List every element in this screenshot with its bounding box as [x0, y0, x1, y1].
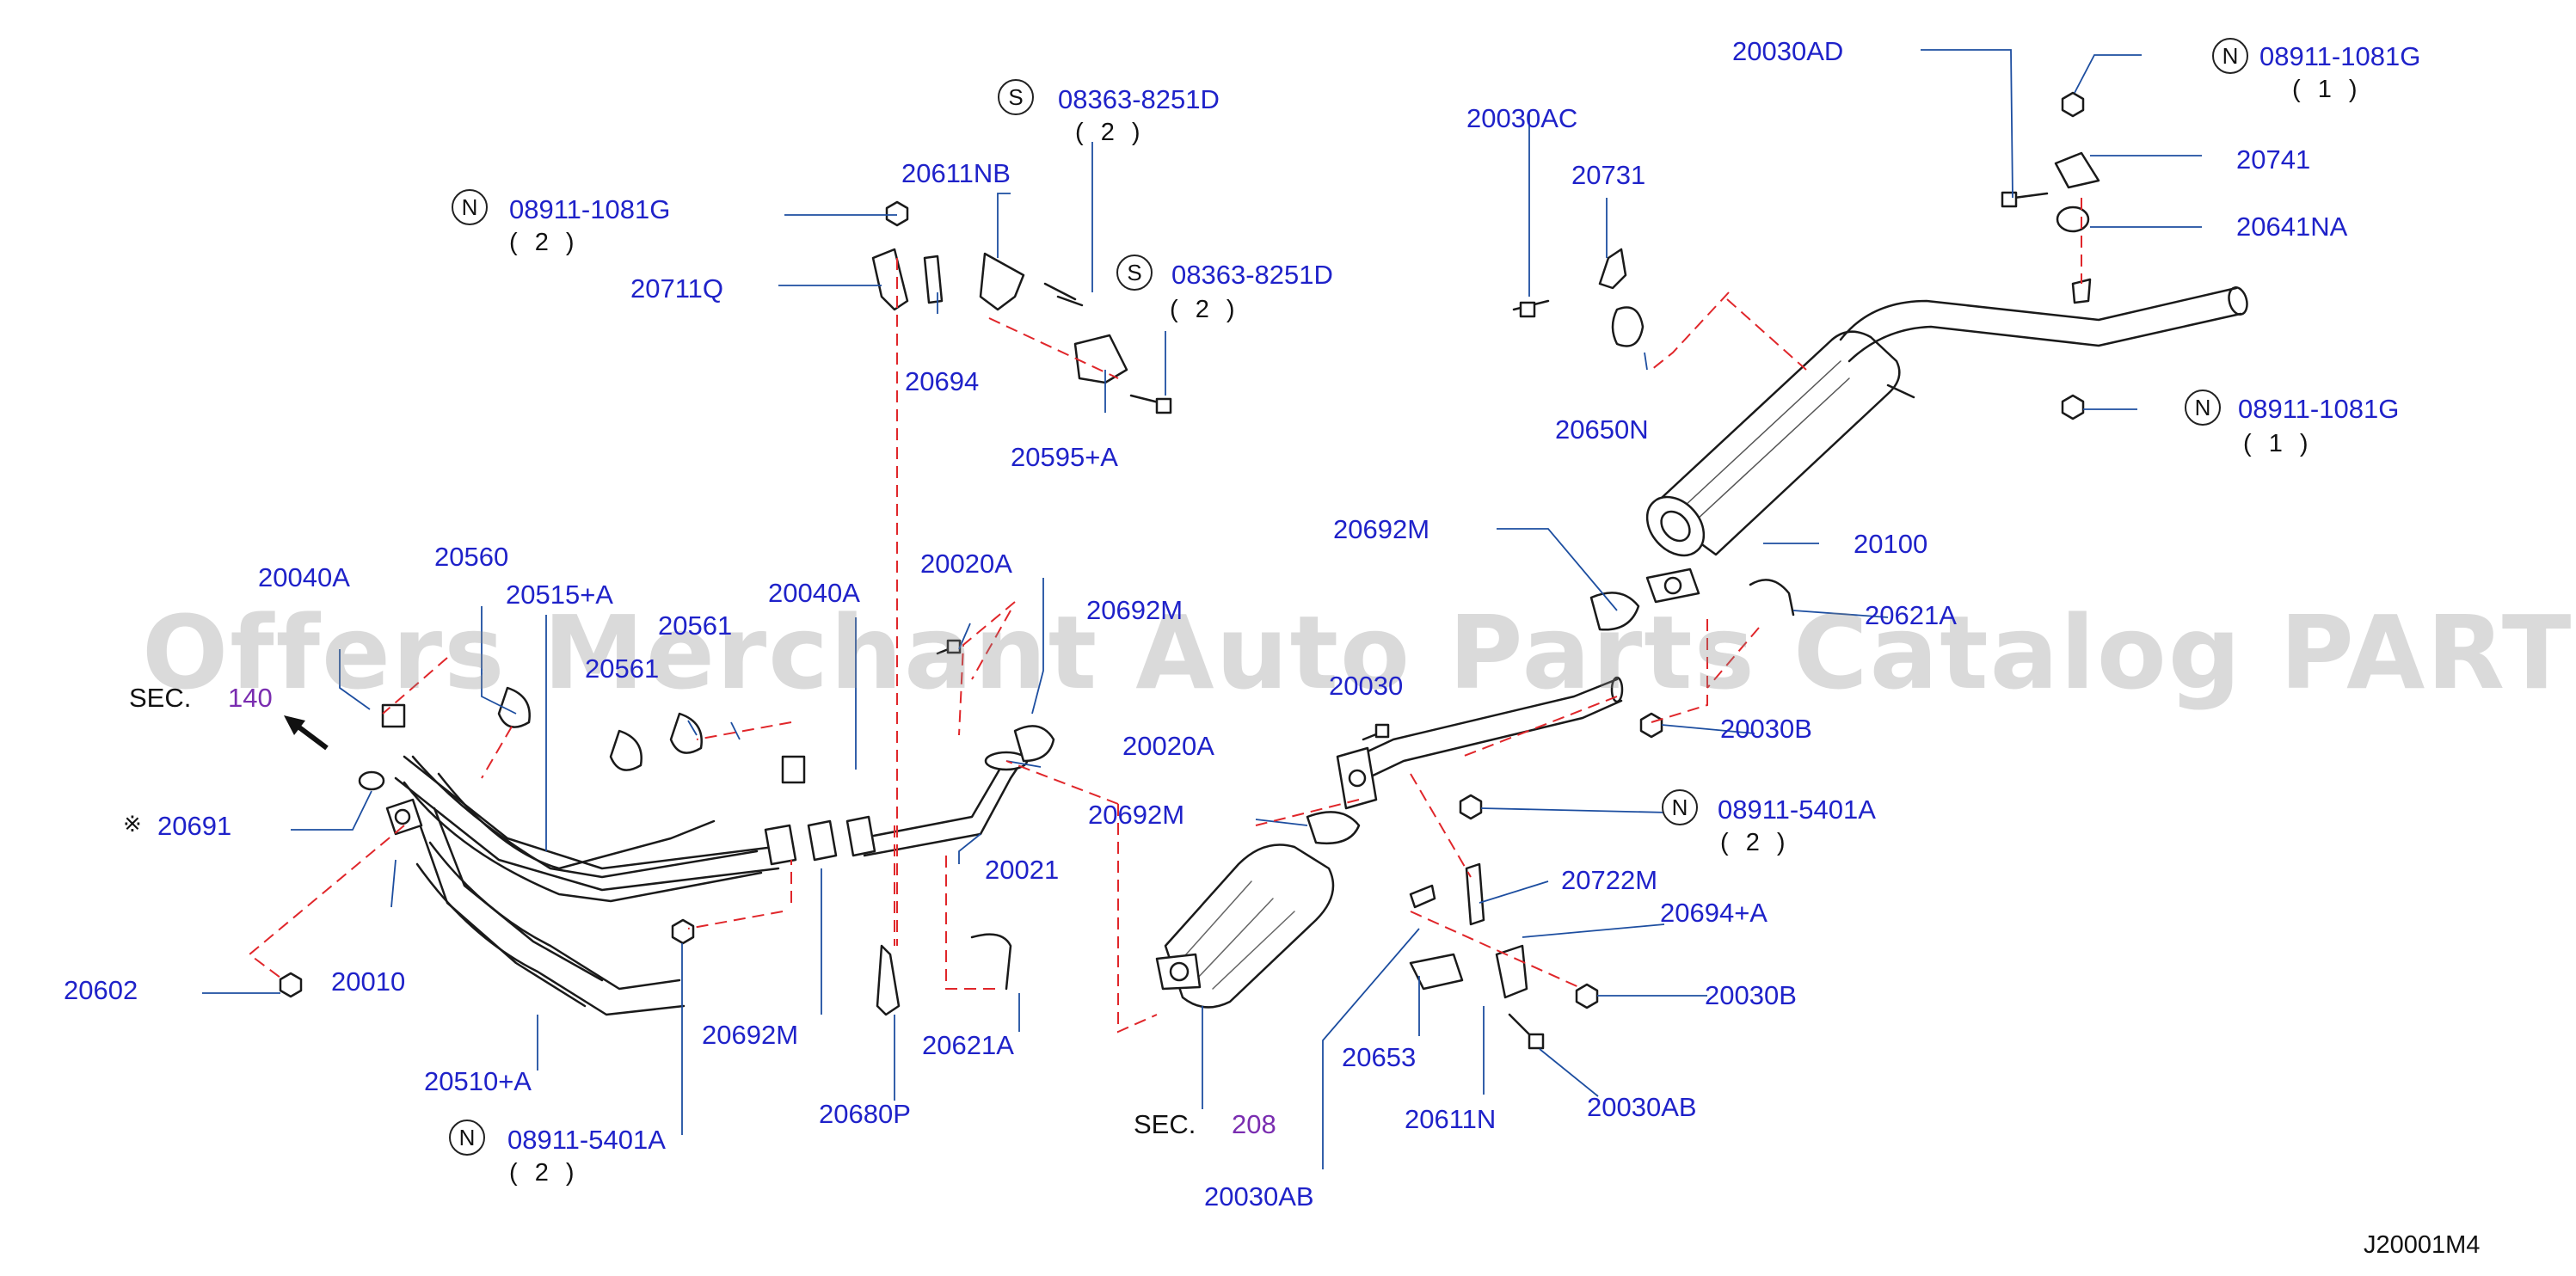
part-label-20650n[interactable]: 20650N	[1555, 414, 1649, 445]
part-label-20611nb[interactable]: 20611NB	[901, 158, 1011, 188]
sec-140-arrow	[284, 715, 329, 751]
s-symbol-icon: S	[998, 79, 1034, 115]
front-pipe-shape	[385, 751, 1029, 1016]
part-label-20515a[interactable]: 20515+A	[506, 580, 613, 610]
quantity-label: ( 2 )	[1170, 296, 1240, 323]
part-label-08363-8251d-b[interactable]: 08363-8251D	[1171, 260, 1333, 290]
center-pipe-shape	[1336, 676, 1624, 810]
part-label-20741[interactable]: 20741	[2236, 144, 2311, 175]
catalytic-converter-shape	[1155, 844, 1335, 1009]
quantity-label: ( 2 )	[1075, 119, 1146, 146]
n-symbol-icon: N	[2212, 38, 2248, 74]
part-label-20692m-c[interactable]: 20692M	[1088, 800, 1185, 830]
part-label-20510a[interactable]: 20510+A	[424, 1066, 532, 1096]
part-label-20040a-left[interactable]: 20040A	[258, 562, 350, 592]
part-label-20691[interactable]: 20691	[157, 811, 232, 841]
part-label-20694[interactable]: 20694	[905, 366, 980, 396]
part-label-20020a-a[interactable]: 20020A	[920, 549, 1012, 579]
n-symbol-icon: N	[2185, 390, 2221, 426]
part-label-20030ab-a[interactable]: 20030AB	[1204, 1181, 1314, 1212]
part-label-20680p[interactable]: 20680P	[819, 1099, 911, 1129]
sec-208-link[interactable]: 208	[1232, 1109, 1276, 1139]
part-label-20621a-right[interactable]: 20621A	[1865, 600, 1957, 630]
quantity-label: ( 2 )	[509, 229, 580, 256]
part-label-20030b-b[interactable]: 20030B	[1705, 980, 1797, 1010]
part-label-20621a-left[interactable]: 20621A	[922, 1030, 1014, 1060]
part-label-08363-8251d-a[interactable]: 08363-8251D	[1058, 84, 1220, 114]
part-label-20722m[interactable]: 20722M	[1561, 865, 1658, 895]
part-label-08911-1081g-right[interactable]: 08911-1081G	[2238, 394, 2400, 424]
n-symbol-icon: N	[449, 1120, 485, 1156]
part-label-08911-1081g-top[interactable]: 08911-1081G	[2259, 41, 2421, 71]
part-label-08911-1081g-left[interactable]: 08911-1081G	[509, 194, 671, 224]
part-label-20692m-a[interactable]: 20692M	[1333, 514, 1430, 544]
part-label-20692m-b[interactable]: 20692M	[1086, 595, 1183, 625]
part-label-20561[interactable]: 20561	[658, 610, 733, 641]
part-label-20560[interactable]: 20560	[434, 542, 509, 572]
part-label-20711q[interactable]: 20711Q	[630, 273, 724, 304]
sec-prefix-label: SEC.	[129, 683, 192, 713]
part-label-20602[interactable]: 20602	[64, 975, 138, 1005]
reference-mark: ※	[123, 811, 142, 837]
part-label-20611n[interactable]: 20611N	[1405, 1104, 1497, 1134]
part-label-08911-5401a-left[interactable]: 08911-5401A	[507, 1125, 666, 1155]
part-label-20010[interactable]: 20010	[331, 966, 406, 997]
part-label-20030[interactable]: 20030	[1329, 671, 1404, 701]
diagram-code: J20001M4	[2364, 1231, 2481, 1259]
part-label-20030ac[interactable]: 20030AC	[1466, 103, 1578, 133]
part-label-20021[interactable]: 20021	[985, 855, 1060, 885]
n-symbol-icon: N	[1662, 789, 1698, 825]
part-label-20653[interactable]: 20653	[1342, 1042, 1417, 1072]
guide-lines	[248, 198, 2082, 1034]
quantity-label: ( 1 )	[2243, 430, 2314, 457]
part-label-08911-5401a-right[interactable]: 08911-5401A	[1718, 794, 1876, 825]
n-symbol-icon: N	[452, 189, 488, 225]
part-label-20561-b[interactable]: 20561	[585, 653, 660, 684]
quantity-label: ( 1 )	[2292, 76, 2363, 103]
s-symbol-icon: S	[1116, 255, 1153, 291]
part-label-20040a-mid[interactable]: 20040A	[768, 578, 860, 608]
part-label-20692m-d[interactable]: 20692M	[702, 1020, 799, 1050]
part-label-20030b-a[interactable]: 20030B	[1720, 714, 1812, 744]
quantity-label: ( 2 )	[509, 1159, 580, 1187]
sec-prefix-label: SEC.	[1134, 1109, 1196, 1139]
main-muffler-shape	[1645, 286, 2248, 604]
part-label-20641na[interactable]: 20641NA	[2236, 212, 2348, 242]
quantity-label: ( 2 )	[1720, 829, 1791, 856]
leader-lines	[202, 49, 2202, 1169]
part-label-20731[interactable]: 20731	[1571, 160, 1646, 190]
part-label-20595a[interactable]: 20595+A	[1011, 442, 1118, 472]
gaskets-shape	[764, 592, 1640, 866]
part-label-20030ab-b[interactable]: 20030AB	[1587, 1092, 1697, 1122]
part-label-20694a[interactable]: 20694+A	[1660, 898, 1768, 928]
sec-140-link[interactable]: 140	[228, 683, 273, 713]
hardware-shape	[279, 91, 2100, 1050]
part-label-20100[interactable]: 20100	[1854, 529, 1928, 559]
part-label-20030ad[interactable]: 20030AD	[1732, 36, 1844, 66]
part-label-20020a-b[interactable]: 20020A	[1122, 731, 1214, 761]
